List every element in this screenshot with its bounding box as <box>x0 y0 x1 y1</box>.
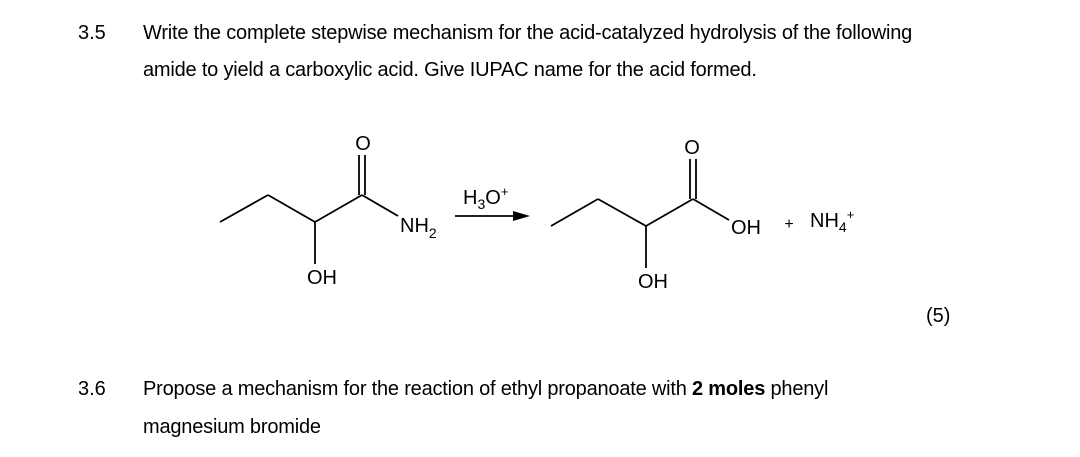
reaction-arrow <box>455 211 530 221</box>
reagent-label: H3O+ <box>463 184 508 212</box>
product-structure <box>550 159 730 268</box>
question-number-3-5: 3.5 <box>78 22 106 44</box>
plus-sign: + <box>784 216 793 233</box>
product-acid-hydroxyl: OH <box>731 217 761 239</box>
question-number-3-6: 3.6 <box>78 378 106 400</box>
product-hydroxyl: OH <box>638 271 668 293</box>
question-3-5-line-1: Write the complete stepwise mechanism fo… <box>143 22 913 44</box>
marks-3-5: (5) <box>926 305 951 327</box>
reactant-structure <box>219 155 399 264</box>
question-3-6-line-2: magnesium bromide <box>143 416 321 438</box>
ammonium-ion: NH4+ <box>810 207 854 235</box>
question-3-6-text-pre: Propose a mechanism for the reaction of … <box>143 378 693 400</box>
reactant-carbonyl-oxygen: O <box>355 133 371 155</box>
question-3-6-emphasis: 2 moles <box>692 378 766 400</box>
reactant-amine-group: NH2 <box>400 215 437 241</box>
question-3-5-line-2: amide to yield a carboxylic acid. Give I… <box>143 59 757 81</box>
reactant-hydroxyl: OH <box>307 267 337 289</box>
question-3-6-text-post: phenyl <box>765 378 829 400</box>
product-carbonyl-oxygen: O <box>684 137 700 159</box>
question-3-6-line-1: Propose a mechanism for the reaction of … <box>143 378 828 401</box>
